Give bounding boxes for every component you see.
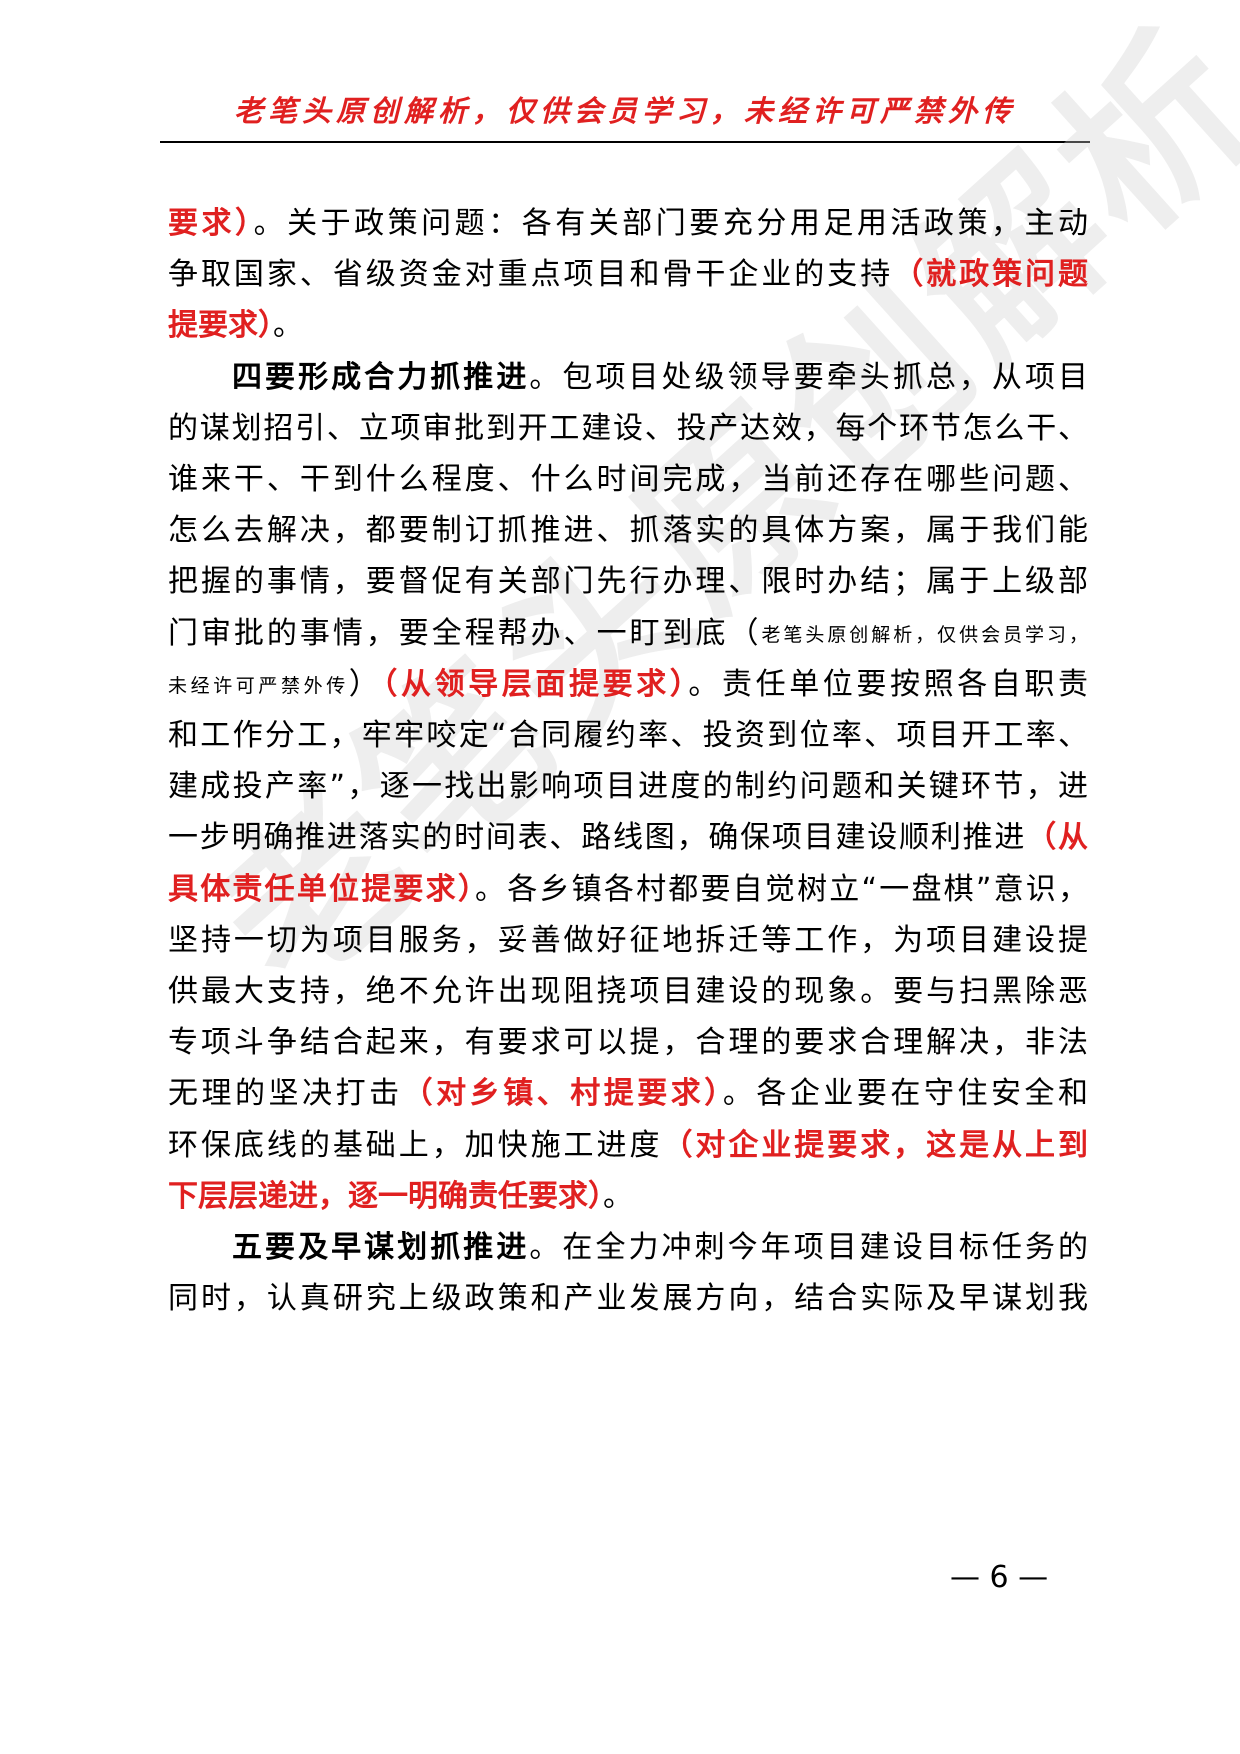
text-line: 专项斗争结合起来，有要求可以提，合理的要求合理解决，非法	[168, 1014, 1088, 1072]
body-text: 把握的事情，要督促有关部门先行办理、限时办结；属于上级部	[168, 564, 1088, 600]
text-line: 同时，认真研究上级政策和产业发展方向，结合实际及早谋划我	[168, 1270, 1088, 1328]
text-line: 未经许可严禁外传）（从领导层面提要求）。责任单位要按照各自职责	[168, 656, 1088, 715]
text-line: 五要及早谋划抓推进。在全力冲刺今年项目建设目标任务的	[168, 1219, 1088, 1277]
body-text: 。各乡镇各村都要自觉树立“一盘棋”意识，	[475, 871, 1088, 907]
body-text: ）	[348, 666, 383, 702]
body-text: 。包项目处级领导要牵头抓总，从项目	[529, 359, 1089, 395]
text-line: 和工作分工，牢牢咬定“合同履约率、投资到位率、项目开工率、	[168, 707, 1088, 765]
annotation-text: 下层层递进，逐一明确责任要求）	[168, 1178, 603, 1214]
body-text: 同时，认真研究上级政策和产业发展方向，结合实际及早谋划我	[168, 1281, 1088, 1317]
text-line: 一步明确推进落实的时间表、路线图，确保项目建设顺利推进（从	[168, 809, 1088, 867]
text-line: 的谋划招引、立项审批到开工建设、投产达效，每个环节怎么干、	[168, 400, 1088, 458]
text-line: 具体责任单位提要求）。各乡镇各村都要自觉树立“一盘棋”意识，	[168, 861, 1088, 919]
annotation-text: （从领导层面提要求）	[382, 666, 689, 702]
body-text: 的谋划招引、立项审批到开工建设、投产达效，每个环节怎么干、	[168, 410, 1088, 446]
inline-notice-text: 未经许可严禁外传	[168, 674, 349, 697]
text-line: 建成投产率”，逐一找出影响项目进度的制约问题和关键环节，进	[168, 758, 1088, 816]
body-text: 供最大支持，绝不允许出现阻挠项目建设的现象。要与扫黑除恶	[168, 974, 1088, 1009]
annotation-text: 具体责任单位提要求）	[168, 871, 476, 907]
text-line: 谁来干、干到什么程度、什么时间完成，当前还存在哪些问题、	[168, 451, 1088, 509]
inline-notice-text: 老笔头原创解析，仅供会员学习，	[761, 623, 1088, 646]
body-text: 专项斗争结合起来，有要求可以提，合理的要求合理解决，非法	[168, 1025, 1088, 1061]
page-number: — 6 —	[950, 1560, 1049, 1595]
annotation-text: （对乡镇、村提要求）	[402, 1076, 723, 1112]
text-line: 下层层递进，逐一明确责任要求）。	[168, 1168, 633, 1226]
body-text: 门审批的事情，要全程帮办、一盯到底（	[168, 615, 762, 651]
heading-text: 四要形成合力抓推进	[232, 359, 530, 395]
body-text: 。	[273, 308, 303, 344]
body-text: 建成投产率”，逐一找出影响项目进度的制约问题和关键环节，进	[168, 769, 1088, 805]
text-line: 把握的事情，要督促有关部门先行办理、限时办结；属于上级部	[168, 553, 1088, 611]
annotation-text: （对企业提要求，这是从上到	[662, 1127, 1089, 1163]
body-text: 环保底线的基础上，加快施工进度	[168, 1127, 663, 1163]
annotation-text: （从	[1026, 820, 1089, 856]
text-line: 坚持一切为项目服务，妥善做好征地拆迁等工作，为项目建设提	[168, 912, 1088, 970]
text-line: 怎么去解决，都要制订抓推进、抓落实的具体方案，属于我们能	[168, 502, 1088, 560]
annotation-text: 提要求）	[168, 308, 273, 344]
body-text: 怎么去解决，都要制订抓推进、抓落实的具体方案，属于我们能	[168, 513, 1088, 549]
body-text: 坚持一切为项目服务，妥善做好征地拆迁等工作，为项目建设提	[168, 922, 1088, 958]
body-text: 一步明确推进落实的时间表、路线图，确保项目建设顺利推进	[168, 820, 1027, 856]
body-text: 。各企业要在守住安全和	[722, 1076, 1089, 1112]
body-text: 。关于政策问题：各有关部门要充分用足用活政策，主动	[253, 206, 1089, 241]
text-line: 要求）。关于政策问题：各有关部门要充分用足用活政策，主动	[168, 195, 1088, 253]
text-line: 提要求）。	[168, 297, 303, 355]
page-header-notice: 老笔头原创解析，仅供会员学习，未经许可严禁外传	[233, 94, 1016, 128]
body-text: 和工作分工，牢牢咬定“合同履约率、投资到位率、项目开工率、	[168, 718, 1088, 753]
body-text: 。	[603, 1178, 633, 1214]
body-text: 争取国家、省级资金对重点项目和骨干企业的支持	[168, 257, 894, 293]
text-line: 环保底线的基础上，加快施工进度（对企业提要求，这是从上到	[168, 1117, 1088, 1175]
text-line: 争取国家、省级资金对重点项目和骨干企业的支持（就政策问题	[168, 246, 1088, 304]
text-line: 四要形成合力抓推进。包项目处级领导要牵头抓总，从项目	[168, 349, 1088, 407]
body-text: 无理的坚决打击	[168, 1076, 403, 1112]
annotation-text: （就政策问题	[893, 257, 1089, 293]
header-rule	[160, 141, 1090, 143]
text-line: 门审批的事情，要全程帮办、一盯到底（老笔头原创解析，仅供会员学习，	[168, 605, 1088, 664]
body-text: 。在全力冲刺今年项目建设目标任务的	[529, 1230, 1089, 1265]
body-text: 。责任单位要按照各自职责	[688, 666, 1089, 702]
body-text: 谁来干、干到什么程度、什么时间完成，当前还存在哪些问题、	[168, 462, 1088, 497]
text-line: 供最大支持，绝不允许出现阻挠项目建设的现象。要与扫黑除恶	[168, 963, 1088, 1021]
annotation-text: 要求）	[168, 206, 254, 241]
text-line: 无理的坚决打击（对乡镇、村提要求）。各企业要在守住安全和	[168, 1065, 1088, 1123]
heading-text: 五要及早谋划抓推进	[232, 1230, 530, 1265]
